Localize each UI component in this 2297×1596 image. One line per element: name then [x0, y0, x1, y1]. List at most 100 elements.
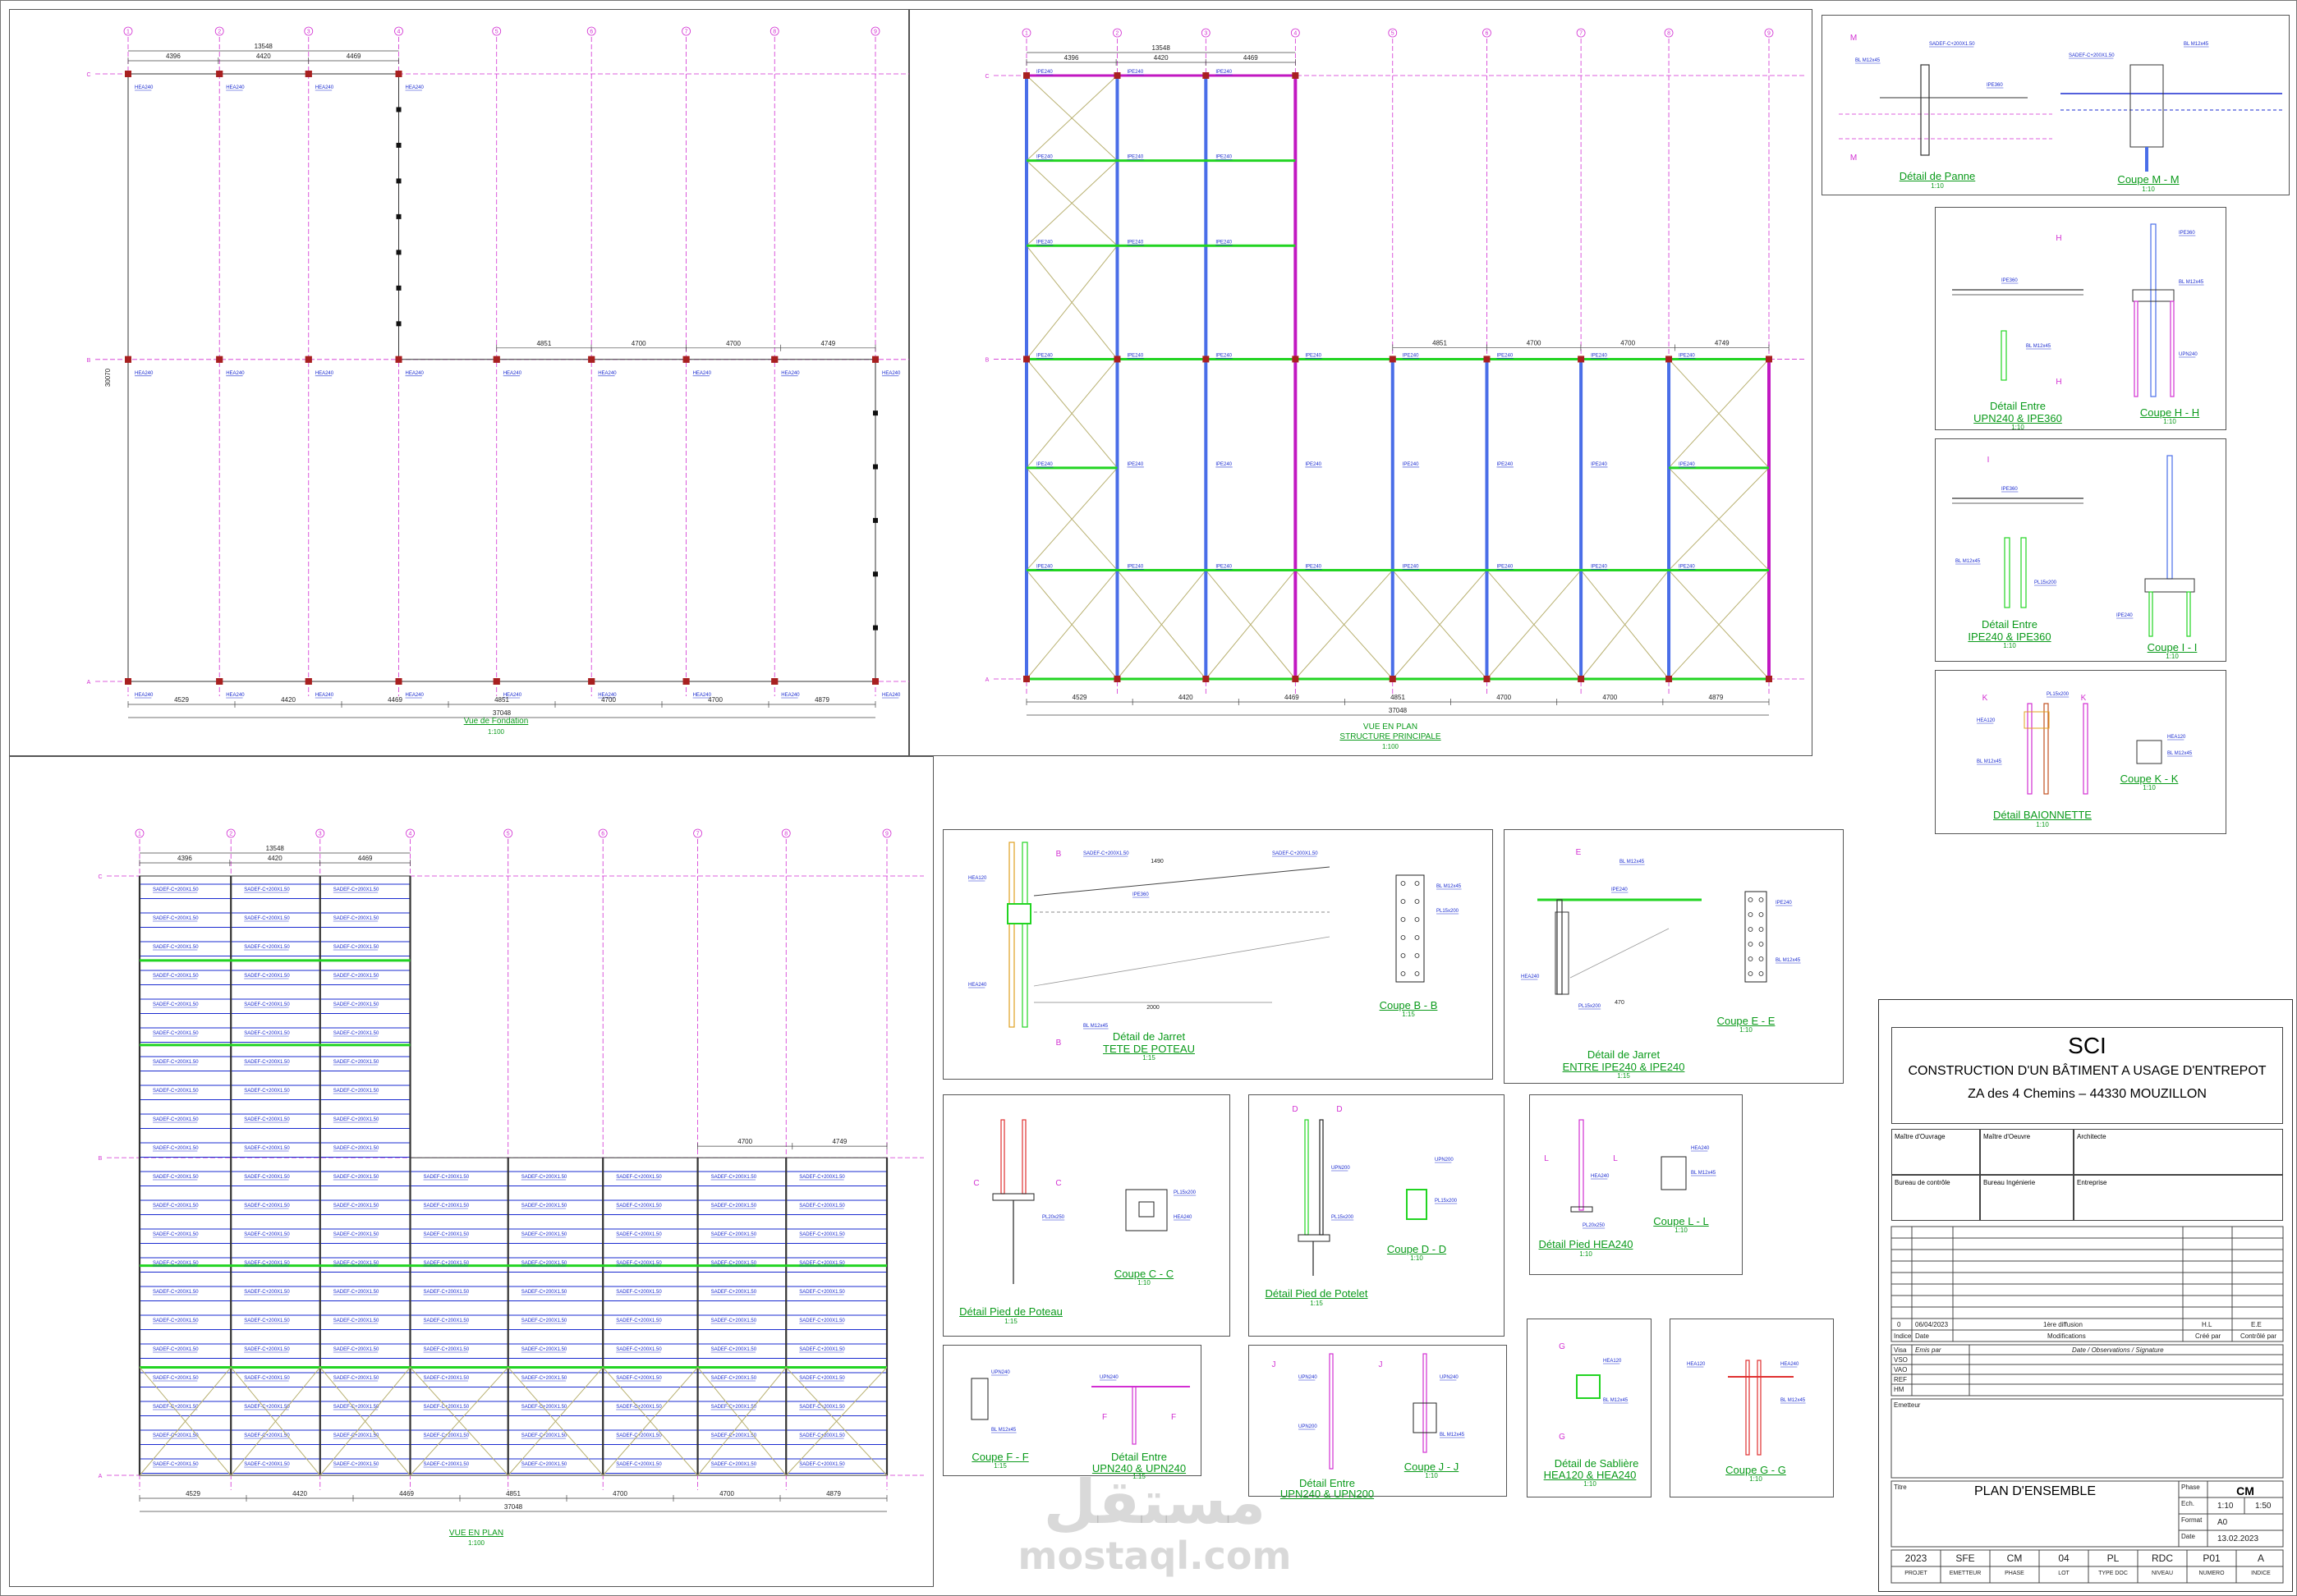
dim-bottom-value-2: 4469: [399, 1490, 414, 1497]
grid-bubble-col-9-text: 9: [1767, 31, 1771, 37]
dim-bottom-value-1: 4420: [1178, 694, 1193, 701]
tb-architecte: Architecte: [2074, 1129, 2283, 1175]
purlin-label-1-2: SADEF-C+200X1.50: [244, 945, 290, 950]
purlin-label-6-9: SADEF-C+200X1.50: [711, 1433, 757, 1438]
pied-hea-scale: 1:10: [1579, 1250, 1592, 1258]
footing-label-3-0: HEA240: [406, 85, 425, 90]
tb-ech2: 1:50: [2255, 1502, 2272, 1511]
jentre-pl-label: PL15x200: [1578, 1004, 1601, 1009]
purlin-label-3-6: SADEF-C+200X1.50: [424, 1347, 470, 1352]
tb-company: SCI: [2068, 1033, 2106, 1058]
coupe-bb-section-bolt-l-2: [1400, 917, 1406, 922]
dim-bottom-value-2: 4469: [1284, 694, 1299, 701]
coupe-cc-hea-label: HEA240: [1174, 1215, 1192, 1220]
tb-bureau-ingenierie: Bureau Ingénierie: [1980, 1175, 2074, 1221]
tb-ech1: 1:10: [2217, 1502, 2234, 1511]
sabliere-scale: 1:10: [1583, 1480, 1596, 1488]
potelet-6: [396, 285, 402, 291]
dim-mid-value-0: 4851: [536, 340, 551, 347]
bracing-bottom-5b: [1486, 570, 1582, 680]
purlin-label-0-1: SADEF-C+200X1.50: [153, 916, 199, 921]
tb-format: A0: [2217, 1518, 2228, 1527]
grid-bubble-col-2-text: 2: [1116, 31, 1119, 37]
jarret-tete-title: Détail de Jarret: [1112, 1030, 1186, 1043]
tb-code-label-6: NUMERO: [2198, 1571, 2225, 1576]
node-2-0: [305, 71, 312, 77]
jtete-haunch: [1033, 936, 1330, 987]
grid-bubble-col-8-text: 8: [1667, 31, 1670, 37]
roof-brace-3b: [410, 1367, 509, 1476]
bracing-bottom-3b: [1294, 570, 1394, 680]
panne-section-mark-top: M: [1850, 34, 1857, 43]
coupe-bb-bl-label: BL M12x45: [1436, 884, 1462, 889]
tb-rev-date: 06/04/2023: [1915, 1321, 1949, 1328]
purlin-label-6-7: SADEF-C+200X1.50: [711, 1376, 757, 1381]
dim-bottom-value-0: 4529: [186, 1490, 200, 1497]
baionnette-scale: 1:10: [2036, 821, 2049, 828]
coupe-ll-scale: 1:10: [1675, 1227, 1688, 1234]
node-2-1: [305, 355, 312, 363]
coupe-bb-section-bolt-r-1: [1414, 899, 1420, 904]
ipeipe-mark: I: [1987, 456, 1990, 465]
roof-brace-1b: [230, 1367, 321, 1476]
node-5-0: [1483, 355, 1491, 363]
ppotelet-col-l: [1304, 1119, 1309, 1236]
purlin-label-5-8: SADEF-C+200X1.50: [616, 1405, 662, 1410]
node-0-0: [1023, 72, 1030, 79]
purlin-label-2-11: SADEF-C+200X1.50: [333, 1204, 379, 1208]
purlin-label-4-6: SADEF-C+200X1.50: [521, 1347, 567, 1352]
panne-column: [1920, 64, 1930, 156]
ppotelet-upn-label: UPN200: [1331, 1166, 1350, 1171]
tb-col-mod: Modifications: [2047, 1332, 2086, 1340]
coupe-bb-scale: 1:15: [1402, 1011, 1415, 1018]
purlin-label-0-0: SADEF-C+200X1.50: [153, 887, 199, 892]
purlin-label-4-1: SADEF-C+200X1.50: [521, 1204, 567, 1208]
ipeipe-ipe-label: IPE360: [2001, 487, 2018, 492]
dim-top-total: 13548: [266, 845, 285, 852]
grid-bubble-col-6-text: 6: [590, 30, 593, 35]
purlin-label-1-3: SADEF-C+200X1.50: [244, 974, 290, 979]
tb-rev-index: 0: [1897, 1321, 1901, 1328]
node-8-1: [1766, 676, 1772, 682]
tb-col-check: Contrôlé par: [2240, 1332, 2277, 1340]
dim-bottom-value-3: 4851: [1390, 694, 1405, 701]
node-6-1: [1578, 676, 1585, 682]
ppoteau-pl-label: PL20x250: [1042, 1215, 1065, 1220]
beam-label-0-4: IPE240: [1036, 462, 1053, 467]
purlin-label-2-13: SADEF-C+200X1.50: [333, 1261, 379, 1266]
tb-project-line1: CONSTRUCTION D'UN BÂTIMENT A USAGE D'ENT…: [1908, 1064, 2267, 1078]
beam-label-7-3: IPE240: [1679, 353, 1695, 358]
footing-label-7-0: HEA240: [781, 371, 800, 376]
beam-label-4-4: IPE240: [1403, 462, 1419, 467]
node-1-2: [216, 678, 223, 685]
baio-leg-r: [2043, 703, 2049, 795]
panne-section-mark-bottom: M: [1850, 154, 1857, 163]
footing-label-1-2: HEA240: [226, 693, 245, 698]
purlin-label-1-9: SADEF-C+200X1.50: [244, 1146, 290, 1151]
beam-label-1-4: IPE240: [1127, 462, 1143, 467]
coupe-cc-column: [1138, 1201, 1155, 1218]
phea-column: [1578, 1119, 1584, 1211]
beam-label-2-5: IPE240: [1215, 565, 1232, 570]
purlin-label-1-15: SADEF-C+200X1.50: [244, 1319, 290, 1323]
coupe-kk-bl-label: BL M12x45: [2167, 751, 2193, 756]
sab-bl-label: BL M12x45: [1603, 1398, 1629, 1403]
coupe-dd-title: Coupe D - D: [1386, 1243, 1447, 1255]
ipeipe-column-2: [2020, 537, 2027, 608]
node-4-0: [493, 355, 500, 363]
jtete-rafter-top: [1033, 866, 1330, 897]
bracing-left-2b: [1026, 245, 1118, 360]
coupe-ff-title: Coupe F - F: [972, 1451, 1029, 1463]
upn-ipe-title: Détail Entre: [1990, 400, 2046, 412]
tb-bureau-controle: Bureau de contrôle: [1891, 1175, 1980, 1221]
grid-bubble-col-9-text: 9: [885, 832, 889, 837]
tb-code-label-7: INDICE: [2251, 1571, 2271, 1576]
phea-base: [1570, 1206, 1593, 1213]
purlin-label-4-9: SADEF-C+200X1.50: [521, 1433, 567, 1438]
tb-visa-vso: VSO: [1894, 1356, 1908, 1364]
coupe-hh-column: [2150, 223, 2157, 397]
purlin-label-0-8: SADEF-C+200X1.50: [153, 1117, 199, 1122]
pied-hea-title: Détail Pied HEA240: [1538, 1238, 1633, 1250]
